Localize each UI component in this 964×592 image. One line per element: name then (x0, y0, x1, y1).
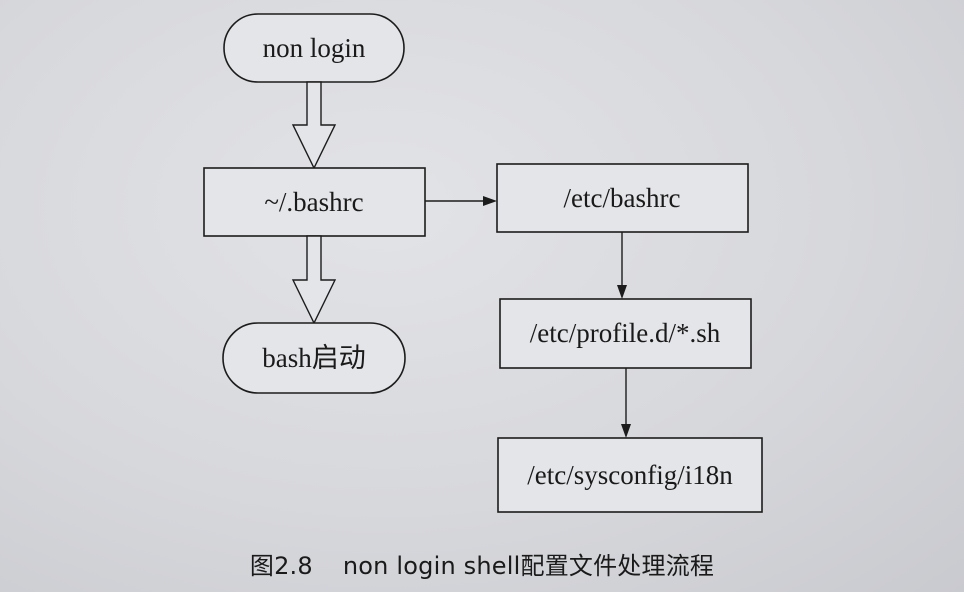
figure-caption: 图2.8 non login shell配置文件处理流程 (0, 546, 964, 581)
node-home-bashrc-shape (203, 167, 426, 237)
node-home-bashrc-label: ~/.bashrc (264, 187, 363, 217)
arrow-down-icon (617, 285, 627, 299)
node-etc-bashrc-label: /etc/bashrc (564, 183, 681, 213)
figure-caption-text: non login shell配置文件处理流程 (342, 552, 715, 580)
hollow-arrow-down-icon (291, 235, 337, 325)
node-profile-d-label: /etc/profile.d/*.sh (530, 318, 721, 348)
node-i18n-label: /etc/sysconfig/i18n (527, 460, 733, 490)
node-etc-bashrc-shape (496, 163, 749, 233)
node-bash-start-label: bash启动 (262, 343, 366, 373)
node-bash-start-shape (222, 322, 406, 394)
arrow-down-icon (621, 424, 631, 438)
figure-number: 图2.8 (249, 552, 313, 580)
hollow-arrow-down-icon (291, 81, 337, 170)
node-profile-d-shape (499, 298, 752, 369)
flowchart: non login ~/.bashrc bash启动 /etc/bashrc /… (203, 13, 763, 513)
node-non-login-label: non login (263, 33, 366, 63)
arrow-right-icon (483, 196, 497, 206)
node-i18n-shape (497, 437, 763, 513)
